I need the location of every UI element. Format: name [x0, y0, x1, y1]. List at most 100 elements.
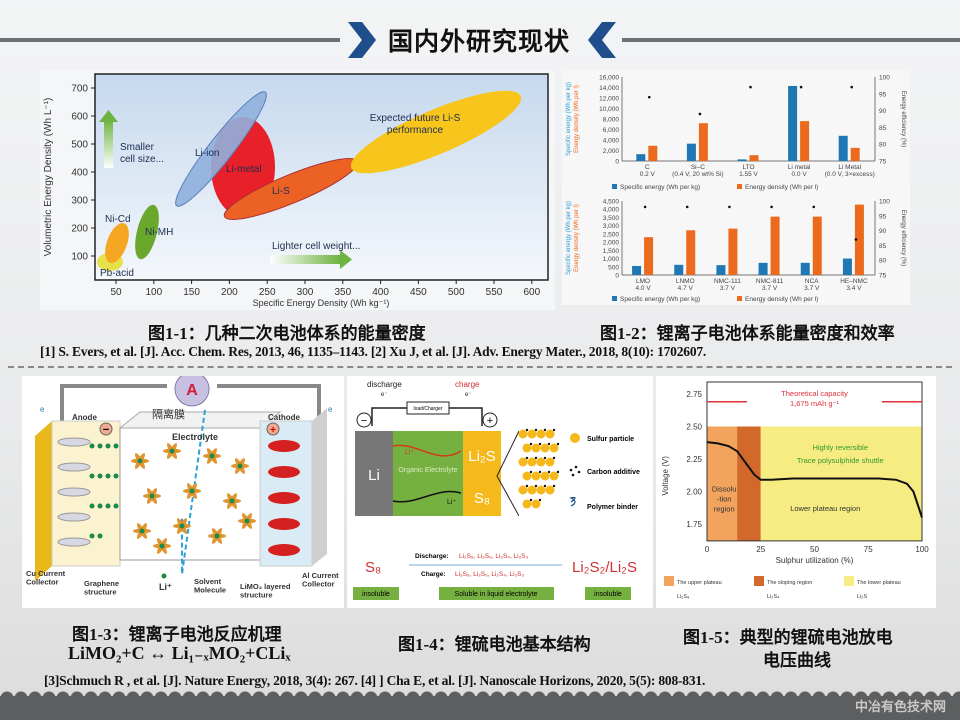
y-tick-label: 4,000 — [603, 138, 620, 145]
x-tick-label: 200 — [221, 287, 238, 298]
equation-arrow: ↔ — [149, 643, 168, 663]
bar-specific-energy — [842, 258, 852, 275]
chevron-left-icon — [588, 22, 616, 58]
sulfur-particle — [518, 457, 528, 467]
carbon-particle — [552, 456, 556, 460]
ammeter-icon — [174, 376, 210, 407]
li-ion-dot — [169, 448, 175, 454]
polymer-binder-icon — [569, 496, 576, 507]
capacity-value: 1,675 mAh g⁻¹ — [790, 399, 839, 408]
efficiency-point — [643, 205, 647, 209]
y-tick-label: 3,500 — [603, 215, 620, 222]
label-pb-acid: Pb-acid — [100, 268, 134, 279]
legend-swatch — [612, 184, 617, 189]
carbon-particle — [525, 428, 529, 432]
carbon-particle — [543, 484, 547, 488]
y-axis-label: Voltage (V) — [661, 456, 670, 496]
carbon-particle — [547, 470, 551, 474]
efficiency-point — [728, 205, 731, 209]
li-ion-dot — [89, 443, 95, 449]
bar-energy-density — [800, 121, 810, 161]
y-axis-label-density: Energy density (Wh per l) — [574, 85, 580, 153]
carbon-particle — [556, 442, 560, 446]
equation-right: Li₁₋ₓMO₂+CLiₓ — [171, 643, 291, 663]
equation-left: LiMO₂+C — [68, 643, 145, 663]
footer-band — [0, 696, 960, 720]
bar-specific-energy — [800, 262, 810, 275]
carbon-particle — [525, 484, 529, 488]
x-tick-label: 100 — [915, 545, 929, 554]
efficiency-point — [799, 85, 803, 89]
carbon-particle — [529, 470, 533, 474]
li-ion-dot — [214, 533, 220, 539]
label-ni-cd: Ni-Cd — [105, 214, 131, 225]
charge-species: Li₂S₈, Li₂S₆, Li₂S₄, Li₂S₃ — [455, 571, 524, 578]
x-tick-label: 450 — [410, 287, 427, 298]
y-tick-label: 2.00 — [686, 488, 702, 497]
sulfur-particle — [531, 471, 541, 481]
limo2-layer — [268, 440, 300, 452]
y-tick-label: 16,000 — [599, 75, 619, 82]
graphene-layer — [57, 462, 91, 472]
s8-species: S₈ — [365, 559, 381, 576]
y-tick-label: 400 — [71, 168, 88, 179]
li-ion-dot — [189, 488, 195, 494]
x-tick-label: Li Metal — [838, 164, 861, 171]
legend-swatch — [737, 184, 742, 189]
bar-specific-energy — [632, 265, 642, 275]
sulfur-particle — [540, 471, 550, 481]
graphene-layer — [57, 512, 91, 522]
arrow-right-head — [340, 250, 352, 269]
carbon-particle — [529, 498, 533, 502]
discharge-label: discharge — [367, 380, 402, 389]
separator-label: 隔离膜 — [152, 407, 185, 421]
x-tick-label: 0.2 V — [640, 171, 656, 178]
graphene-layer — [57, 437, 91, 447]
charge-electron: e⁻ — [465, 392, 472, 398]
y2-tick-label: 85 — [879, 125, 887, 132]
li-ion-dot — [105, 473, 111, 479]
li-ion-dot — [159, 543, 165, 549]
legend-label: Specific energy (Wh per kg) — [620, 296, 700, 303]
sulfur-particle — [527, 457, 537, 467]
capacity-label: Theoretical capacity — [781, 389, 848, 398]
y-tick-label: 700 — [71, 84, 88, 95]
li-ion-dot — [179, 523, 185, 529]
x-tick-label: NCA — [805, 278, 819, 285]
sulfur-particle — [545, 429, 555, 439]
efficiency-point — [812, 205, 816, 209]
sulfur-particle — [545, 485, 555, 495]
li-ion-bar-charts: 02,0004,0006,0008,00010,00012,00014,0001… — [566, 75, 906, 304]
carbon-particle — [538, 470, 542, 474]
li-ion-label: Li⁺ — [405, 449, 414, 456]
x-tick-label: HE–NMC — [840, 278, 868, 285]
y2-tick-label: 75 — [879, 273, 887, 280]
section-divider — [8, 366, 952, 368]
dissolution-label: Dissolu — [712, 485, 737, 494]
y-tick-label: 300 — [71, 196, 88, 207]
li-s-cell-diagram: discharge e⁻ charge e⁻ load/Charger − + … — [353, 380, 640, 600]
li-ion-dot — [97, 503, 103, 509]
positive-terminal: + — [487, 415, 493, 427]
y2-axis-label: Energy efficiency (%) — [900, 91, 906, 148]
label-li-ion: Li-ion — [195, 148, 219, 159]
region-ni-cd — [105, 222, 129, 264]
y2-tick-label: 100 — [879, 75, 890, 82]
li-ion-cell-diagram: A Anode 隔离膜 Electrolyte Cathode − + e e … — [26, 376, 339, 600]
x-tick-label: 3.7 V — [762, 285, 778, 292]
anode-label: Anode — [72, 413, 97, 422]
x-tick-label: (0.0 V, 3×excess) — [825, 171, 875, 178]
annotation-lighter-cell: Lighter cell weight... — [272, 241, 360, 252]
x-tick-label: 150 — [183, 287, 200, 298]
efficiency-point — [698, 112, 702, 116]
region-ni-mh — [135, 204, 159, 260]
bar-energy-density — [812, 216, 822, 275]
limo2-layer — [268, 466, 300, 478]
legend-swatch — [754, 576, 764, 586]
discharge-species: Li₂S₈, Li₂S₆, Li₂S₄, Li₂S₃ — [459, 553, 528, 560]
region-the-upper-plateau — [707, 426, 738, 541]
y-tick-label: 10,000 — [599, 106, 619, 113]
